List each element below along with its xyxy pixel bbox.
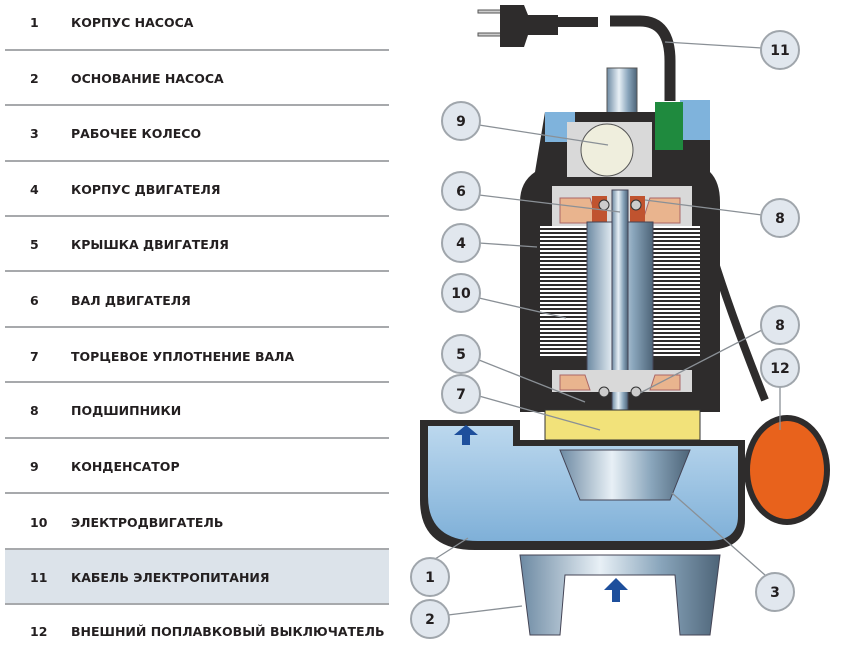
- callout-number: 12: [770, 361, 789, 377]
- legend-item: 5 КРЫШКА ДВИГАТЕЛЯ: [5, 217, 389, 271]
- divider: [5, 270, 389, 272]
- divider: [5, 437, 389, 439]
- legend-number: 2: [30, 70, 39, 86]
- legend-label: КОРПУС НАСОСА: [71, 14, 194, 30]
- legend-item: 12 ВНЕШНИЙ ПОПЛАВКОВЫЙ ВЫКЛЮЧАТЕЛЬ: [5, 604, 389, 658]
- legend-item: 6 ВАЛ ДВИГАТЕЛЯ: [5, 273, 389, 327]
- callout-5: 5: [441, 334, 481, 374]
- legend-number: 3: [30, 125, 39, 141]
- divider: [5, 326, 389, 328]
- stator: [540, 226, 590, 356]
- callout-number: 8: [775, 211, 785, 227]
- legend-number: 6: [30, 292, 39, 308]
- callout-12: 12: [760, 348, 800, 388]
- legend-label: КАБЕЛЬ ЭЛЕКТРОПИТАНИЯ: [71, 569, 270, 585]
- divider: [5, 548, 389, 550]
- legend-label: КОРПУС ДВИГАТЕЛЯ: [71, 181, 221, 197]
- legend-label: КРЫШКА ДВИГАТЕЛЯ: [71, 236, 229, 252]
- callout-8: 8: [760, 305, 800, 345]
- callout-number: 9: [456, 114, 466, 130]
- legend-label: ТОРЦЕВОЕ УПЛОТНЕНИЕ ВАЛА: [71, 348, 295, 364]
- legend-number: 11: [30, 569, 48, 585]
- divider: [5, 603, 389, 605]
- impeller: [559, 449, 691, 501]
- divider: [5, 104, 389, 106]
- callout-11: 11: [760, 30, 800, 70]
- callout-4: 4: [441, 223, 481, 263]
- legend-number: 12: [30, 623, 48, 639]
- divider: [5, 215, 389, 217]
- terminal-box: [655, 102, 683, 150]
- divider: [5, 492, 389, 494]
- pump-base: [519, 554, 721, 636]
- flow-arrow-icon: [604, 578, 628, 602]
- legend-item: 3 РАБОЧЕЕ КОЛЕСО: [5, 106, 389, 160]
- callout-6: 6: [441, 171, 481, 211]
- legend-number: 10: [30, 514, 48, 530]
- callout-1: 1: [410, 557, 450, 597]
- callout-number: 7: [456, 387, 466, 403]
- callout-number: 10: [451, 286, 471, 302]
- legend-item: 11 КАБЕЛЬ ЭЛЕКТРОПИТАНИЯ: [5, 550, 389, 604]
- callout-9: 9: [441, 101, 481, 141]
- legend-number: 5: [30, 236, 39, 252]
- legend-item: 1 КОРПУС НАСОСА: [5, 0, 389, 49]
- legend-number: 1: [30, 14, 39, 30]
- callout-8: 8: [760, 198, 800, 238]
- legend-label: РАБОЧЕЕ КОЛЕСО: [71, 125, 202, 141]
- legend-item: 9 КОНДЕНСАТОР: [5, 439, 389, 493]
- legend-item: 10 ЭЛЕКТРОДВИГАТЕЛЬ: [5, 495, 389, 549]
- legend-item: 8 ПОДШИПНИКИ: [5, 383, 389, 437]
- power-cable: [610, 15, 676, 101]
- legend-number: 8: [30, 402, 39, 418]
- legend-label: ВАЛ ДВИГАТЕЛЯ: [71, 292, 191, 308]
- divider: [5, 49, 389, 51]
- flow-arrow-icon: [454, 425, 478, 445]
- legend-item: 2 ОСНОВАНИЕ НАСОСА: [5, 51, 389, 105]
- legend-label: КОНДЕНСАТОР: [71, 458, 180, 474]
- legend-label: ВНЕШНИЙ ПОПЛАВКОВЫЙ ВЫКЛЮЧАТЕЛЬ: [71, 623, 385, 639]
- callout-number: 11: [770, 43, 789, 59]
- divider: [5, 160, 389, 162]
- capacitor: [580, 123, 634, 177]
- power-plug: [477, 5, 598, 47]
- legend-number: 9: [30, 458, 39, 474]
- callout-number: 8: [775, 318, 785, 334]
- callout-number: 1: [425, 570, 435, 586]
- callout-7: 7: [441, 374, 481, 414]
- callout-3: 3: [755, 572, 795, 612]
- legend-label: ЭЛЕКТРОДВИГАТЕЛЬ: [71, 514, 224, 530]
- callout-10: 10: [441, 273, 481, 313]
- divider: [5, 381, 389, 383]
- legend-label: ПОДШИПНИКИ: [71, 402, 182, 418]
- callout-number: 5: [456, 347, 466, 363]
- callout-2: 2: [410, 599, 450, 639]
- legend-item: 4 КОРПУС ДВИГАТЕЛЯ: [5, 162, 389, 216]
- callout-number: 2: [425, 612, 435, 628]
- legend-number: 4: [30, 181, 39, 197]
- legend-item: 7 ТОРЦЕВОЕ УПЛОТНЕНИЕ ВАЛА: [5, 329, 389, 383]
- callout-number: 4: [456, 236, 466, 252]
- callout-number: 6: [456, 184, 466, 200]
- oil-chamber: [544, 409, 701, 441]
- float-switch: [744, 415, 830, 525]
- callout-number: 3: [770, 585, 780, 601]
- legend-number: 7: [30, 348, 39, 364]
- legend-label: ОСНОВАНИЕ НАСОСА: [71, 70, 224, 86]
